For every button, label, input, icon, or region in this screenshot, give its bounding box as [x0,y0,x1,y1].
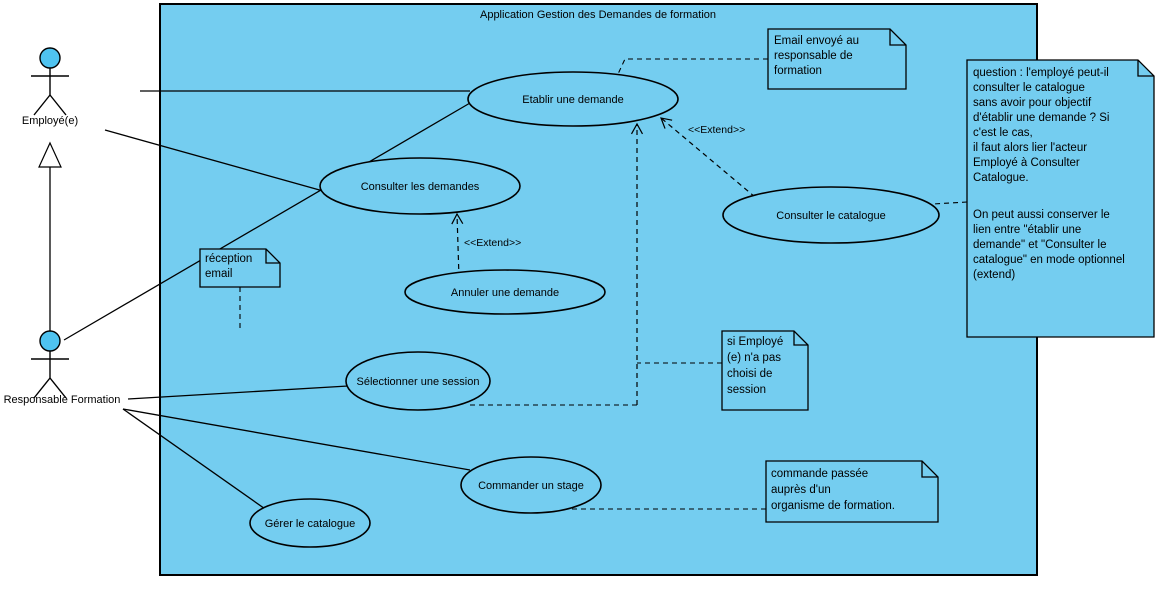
actor-head-icon [39,330,61,352]
note-line: Employé à Consulter [973,157,1080,169]
note-line: lien entre "établir une [973,224,1081,236]
note-shape[interactable] [966,59,1155,338]
note-commande-passee[interactable]: commande passée auprès d'un organisme de… [765,460,939,523]
actor-employe[interactable]: Employé(e) [22,47,78,127]
use-case-label: Consulter le catalogue [776,210,885,222]
note-line: réception [205,253,252,265]
note-fold-icon [265,249,280,264]
note-question[interactable]: question : l'employé peut-il consulter l… [966,59,1155,338]
assoc-responsable-gerer [122,408,269,512]
note-shape[interactable] [721,330,809,411]
use-case-label: Gérer le catalogue [265,518,356,530]
note-line: question : l'employé peut-il [973,67,1109,79]
note-line: (extend) [973,269,1015,281]
note-line: responsable de [774,50,853,62]
anchor-question-note-to-catalogue [932,201,968,205]
use-case-label: Annuler une demande [451,287,559,299]
assoc-responsable-selectionner [127,385,349,400]
use-case-ellipse[interactable] [319,157,521,215]
anchor-email-note-to-etablir [617,58,768,75]
note-line: Email envoyé au [774,35,859,47]
note-fold-icon [921,461,938,478]
use-case-etablir[interactable]: Etablir une demande [467,71,679,127]
note-email-envoye[interactable]: Email envoyé au responsable de formation [767,28,907,90]
actor-responsable-formation[interactable]: Responsable Formation [4,330,121,406]
note-line: si Employé [727,336,783,348]
generalization-triangle [38,141,62,168]
note-si-employe[interactable]: si Employé (e) n'a pas choisi de session [721,330,809,411]
use-case-label: Commander un stage [478,480,584,492]
assoc-employe-consulter-demandes [104,129,342,197]
use-case-ellipse[interactable] [467,71,679,127]
use-case-annuler-une-demande[interactable]: Annuler une demande [404,269,606,315]
note-line: catalogue" en mode optionnel [973,254,1125,266]
actor-leg-left [33,377,51,399]
note-shape[interactable] [767,28,907,90]
note-line: consulter le catalogue [973,82,1085,94]
note-fold-icon [793,331,808,346]
assoc-responsable-commander [122,408,471,471]
note-line: auprès d'un [771,484,831,496]
use-case-consulter-les-demandes[interactable]: Consulter les demandes [319,157,521,215]
actor-leg-right [49,94,67,116]
note-line: Catalogue. [973,172,1029,184]
note-line: d'établir une demande ? Si [973,112,1109,124]
anchor-si-employe-note-to-selectionner [470,362,722,406]
actor-head-icon [39,47,61,69]
note-line: organisme de formation. [771,500,895,512]
note-line: c'est le cas, [973,127,1033,139]
use-case-gerer-le-catalogue[interactable]: Gérer le catalogue [249,498,371,548]
note-line: formation [774,65,822,77]
use-case-ellipse[interactable] [249,498,371,548]
use-case-ellipse[interactable] [722,186,940,244]
use-case-ellipse[interactable] [460,456,602,514]
note-line: demande" et "Consulter le [973,239,1106,251]
note-fold-icon [889,29,906,46]
note-line: choisi de [727,368,772,380]
stereotype-extend-annuler: <<Extend>> [464,237,521,249]
use-case-label: Consulter les demandes [361,181,480,193]
note-line: commande passée [771,468,868,480]
extend-annuler-to-consulter-demandes [451,212,464,279]
note-line: (e) n'a pas [727,352,781,364]
use-case-ellipse[interactable] [345,351,491,411]
system-title: Application Gestion des Demandes de form… [480,9,716,21]
use-case-label: Etablir une demande [522,94,624,106]
actor-leg-right [49,377,67,399]
actor-label: Responsable Formation [4,394,121,406]
note-line: On peut aussi conserver le [973,209,1110,221]
note-line: email [205,268,232,280]
use-case-consulter-le-catalogue[interactable]: Consulter le catalogue [722,186,940,244]
actor-label: Employé(e) [22,115,78,127]
use-case-ellipse[interactable] [404,269,606,315]
use-case-label: Sélectionner une session [357,376,480,388]
use-case-commander-un-stage[interactable]: Commander un stage [460,456,602,514]
note-shape[interactable] [199,248,281,288]
note-line: session [727,384,766,396]
extend-catalogue-to-etablir [660,117,756,198]
note-line: il faut alors lier l'acteur [973,142,1087,154]
note-reception-email[interactable]: réception email [199,248,281,288]
actor-leg-left [33,94,51,116]
stereotype-extend-catalogue: <<Extend>> [688,124,745,136]
use-case-selectionner-une-session[interactable]: Sélectionner une session [345,351,491,411]
assoc-responsable-etablir [63,102,471,341]
note-fold-icon [1137,60,1154,77]
note-line: sans avoir pour objectif [973,97,1092,109]
note-shape[interactable] [765,460,939,523]
